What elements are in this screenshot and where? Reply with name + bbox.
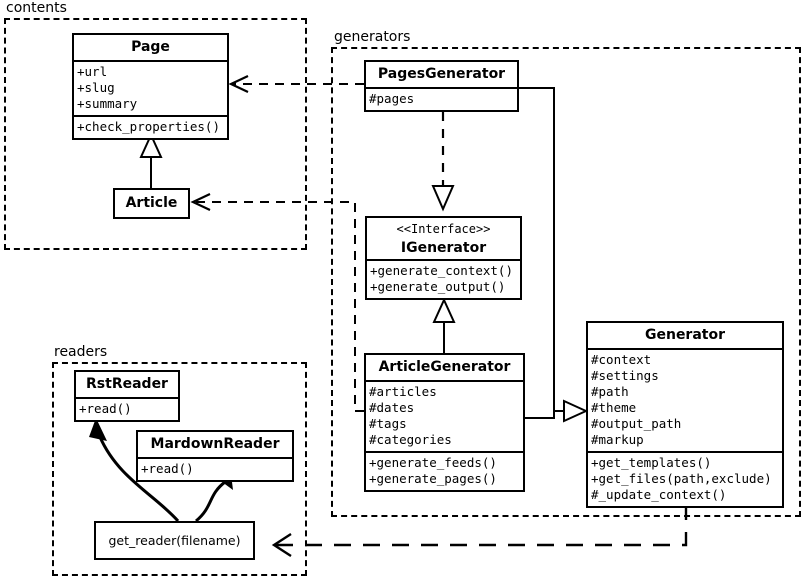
- package-label-contents: contents: [4, 0, 69, 16]
- package-label-readers: readers: [52, 344, 110, 360]
- class-page-attributes: +url +slug +summary: [74, 60, 227, 115]
- class-rst-reader-operations: +read(): [76, 397, 178, 420]
- attribute: +slug: [77, 80, 115, 95]
- class-article-name: Article: [125, 195, 178, 211]
- edge-articlegenerator-extends-generator: [525, 399, 589, 423]
- class-rst-reader-name: RstReader: [86, 376, 168, 392]
- class-generator-name: Generator: [644, 327, 725, 343]
- attribute: #dates: [369, 400, 415, 415]
- operation: +generate_pages(): [369, 471, 497, 486]
- class-mardown-reader-name: MardownReader: [150, 436, 280, 452]
- attribute: #articles: [369, 384, 437, 399]
- class-igenerator[interactable]: <<Interface>> IGenerator +generate_conte…: [365, 216, 522, 300]
- edge-pagesgenerator-extends-generator: [519, 87, 565, 412]
- class-pages-generator-name: PagesGenerator: [377, 66, 506, 82]
- operation: #_update_context(): [591, 487, 727, 502]
- attribute: #context: [591, 352, 652, 367]
- operation: +check_properties(): [77, 119, 220, 134]
- package-contents: [4, 18, 307, 250]
- class-rst-reader[interactable]: RstReader +read(): [74, 370, 180, 422]
- class-generator-operations: +get_templates() +get_files(path,exclude…: [588, 451, 782, 506]
- attribute: #theme: [591, 400, 637, 415]
- attribute: +summary: [77, 96, 138, 111]
- attribute: #tags: [369, 416, 407, 431]
- class-page[interactable]: Page +url +slug +summary +check_properti…: [72, 33, 229, 140]
- edge-generator-uses-getreader: [271, 503, 688, 558]
- class-igenerator-operations: +generate_context() +generate_output(): [367, 259, 520, 298]
- package-generators: [331, 47, 801, 517]
- operation: +read(): [141, 461, 194, 476]
- operation: +read(): [79, 401, 132, 416]
- class-mardown-reader-operations: +read(): [138, 457, 292, 480]
- attribute: #markup: [591, 432, 644, 447]
- edge-articlegenerator-implements-igenerator: [432, 297, 456, 353]
- class-pages-generator-attributes: #pages: [366, 87, 517, 110]
- class-page-operations: +check_properties(): [74, 115, 227, 138]
- edge-articlegenerator-uses-article: [190, 193, 364, 412]
- edge-pagesgenerator-realizes-igenerator: [431, 112, 455, 212]
- attribute: +url: [77, 64, 108, 79]
- class-page-name: Page: [131, 39, 170, 55]
- class-igenerator-stereotype: <<Interface>>: [396, 222, 491, 236]
- class-igenerator-name: IGenerator: [400, 240, 487, 256]
- operation: +generate_output(): [370, 279, 506, 294]
- function-get-reader-label: get_reader(filename): [108, 533, 241, 548]
- edge-article-extends-page: [139, 132, 163, 188]
- operation: +generate_context(): [370, 263, 513, 278]
- class-mardown-reader[interactable]: MardownReader +read(): [136, 430, 294, 482]
- class-generator-attributes: #context #settings #path #theme #output_…: [588, 348, 782, 451]
- package-label-generators: generators: [332, 29, 413, 45]
- attribute: #path: [591, 384, 629, 399]
- class-pages-generator[interactable]: PagesGenerator #pages: [364, 60, 519, 112]
- attribute: #settings: [591, 368, 659, 383]
- attribute: #categories: [369, 432, 452, 447]
- attribute: #pages: [369, 91, 415, 106]
- attribute: #output_path: [591, 416, 682, 431]
- operation: +get_templates(): [591, 455, 712, 470]
- class-article[interactable]: Article: [113, 188, 190, 219]
- edge-getreader-returns-rstreader: [89, 418, 180, 522]
- class-article-generator[interactable]: ArticleGenerator #articles #dates #tags …: [364, 353, 525, 492]
- operation: +get_files(path,exclude): [591, 471, 772, 486]
- package-readers: [52, 362, 307, 576]
- edge-pagesgenerator-uses-page: [228, 75, 364, 93]
- class-generator[interactable]: Generator #context #settings #path #them…: [586, 321, 784, 508]
- function-get-reader[interactable]: get_reader(filename): [94, 521, 255, 560]
- class-article-generator-operations: +generate_feeds() +generate_pages(): [366, 451, 523, 490]
- class-article-generator-attributes: #articles #dates #tags #categories: [366, 380, 523, 451]
- class-article-generator-name: ArticleGenerator: [378, 359, 511, 375]
- operation: +generate_feeds(): [369, 455, 497, 470]
